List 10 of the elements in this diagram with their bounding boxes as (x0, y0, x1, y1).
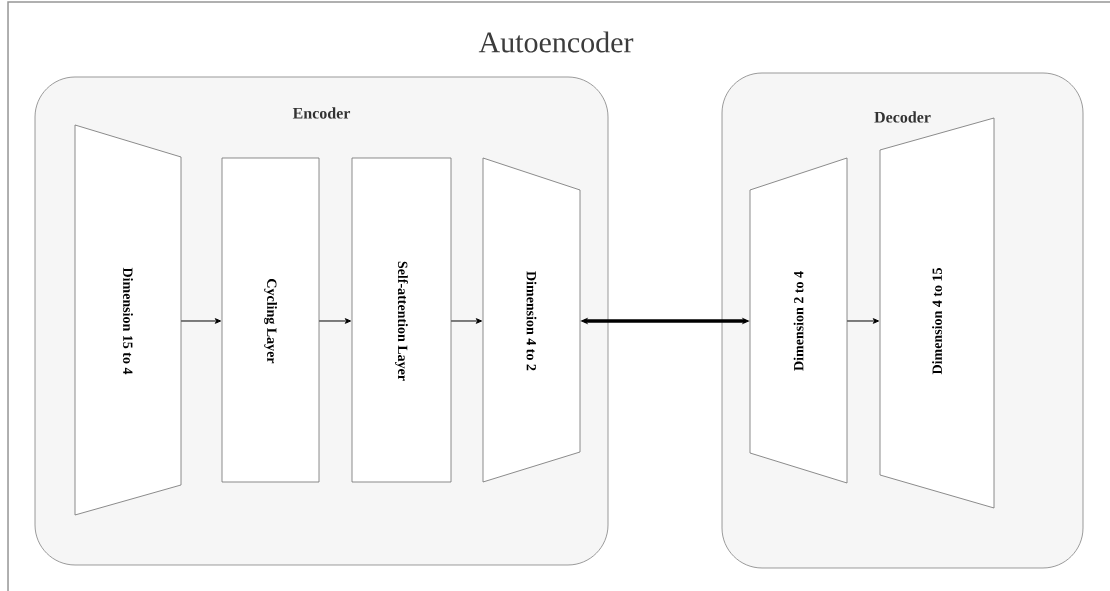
layer-box: Self-attention Layer (351, 157, 452, 483)
trapezoid-layer: Dimension 4 to 2 (482, 157, 581, 483)
title: Autoencoder (478, 31, 634, 53)
trapezoid-layer: Dimension 2 to 4 (749, 157, 848, 484)
layer-box: Cycling Layer (221, 157, 320, 483)
arrow (846, 318, 880, 324)
arrow (318, 318, 352, 324)
arrow (450, 318, 483, 324)
arrow (180, 318, 222, 324)
trapezoid-layer: Dimension 15 to 4 (74, 124, 182, 516)
